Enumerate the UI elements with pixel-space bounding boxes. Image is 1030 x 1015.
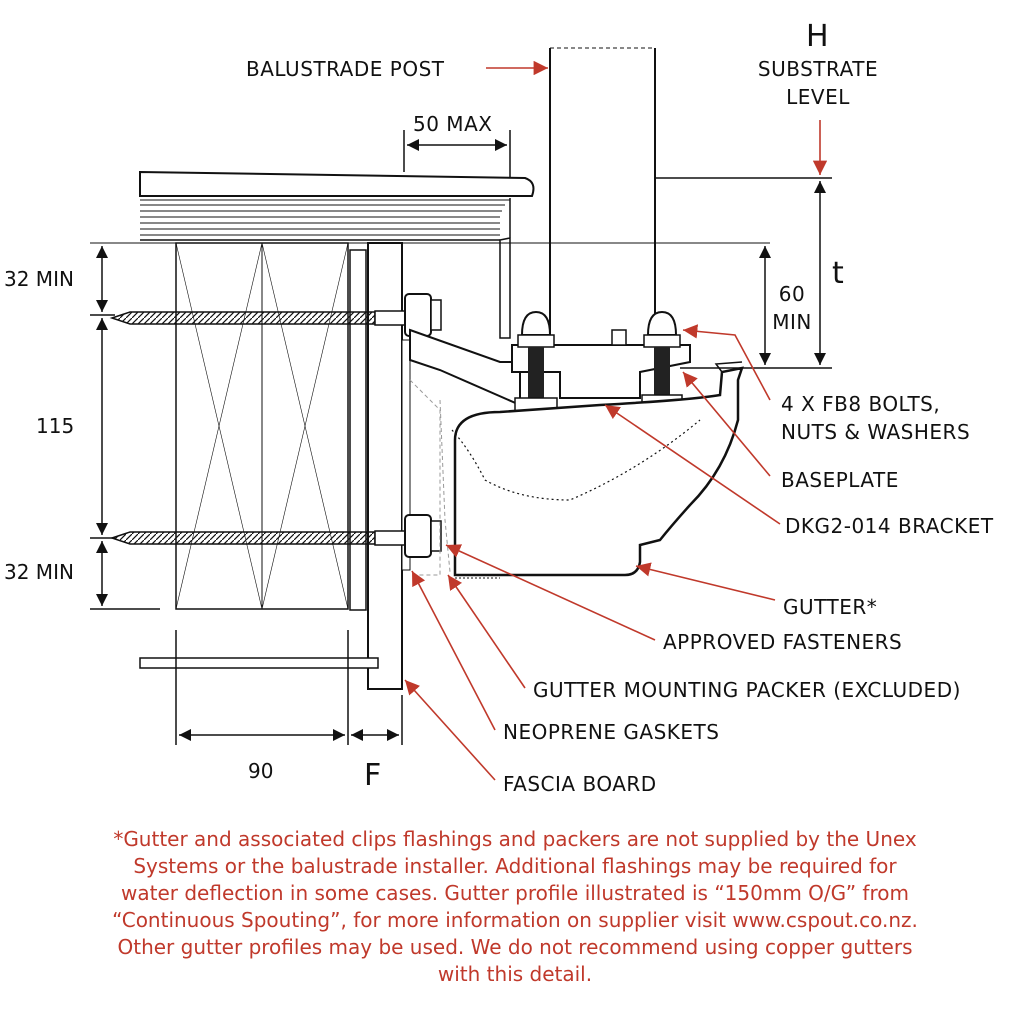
label-gaskets: NEOPRENE GASKETS (503, 720, 719, 744)
label-h: H (806, 19, 829, 54)
label-60: 60 (779, 282, 805, 306)
gutter (451, 361, 744, 579)
footnote-line: with this detail. (437, 962, 593, 986)
timber-joist (175, 242, 349, 610)
label-substrate-level-1: SUBSTRATE (758, 57, 878, 81)
label-t: t (832, 256, 844, 291)
balustrade-post (549, 47, 656, 345)
label-baseplate: BASEPLATE (781, 468, 899, 492)
dimension-lines (90, 130, 832, 745)
label-60-min: MIN (772, 310, 812, 334)
label-50-max: 50 MAX (413, 112, 492, 136)
labels: H SUBSTRATE LEVEL BALUSTRADE POST 50 MAX… (4, 19, 994, 796)
label-90: 90 (248, 759, 273, 783)
label-32-min-top: 32 MIN (4, 267, 74, 291)
footnote: *Gutter and associated clips flashings a… (20, 826, 1010, 988)
footnote-line: Systems or the balustrade installer. Add… (133, 854, 897, 878)
label-fascia: FASCIA BOARD (503, 772, 657, 796)
footnote-line: *Gutter and associated clips flashings a… (113, 827, 917, 851)
baseplate (511, 329, 691, 399)
label-32-min-bottom: 32 MIN (4, 560, 74, 584)
upper-screw (109, 293, 442, 337)
deck-substrate (90, 170, 770, 339)
label-balustrade-post: BALUSTRADE POST (246, 57, 445, 81)
lower-screw (109, 514, 442, 558)
label-bolts-2: NUTS & WASHERS (781, 420, 970, 444)
footnote-line: “Continuous Spouting”, for more informat… (112, 908, 918, 932)
label-bracket: DKG2-014 BRACKET (785, 514, 994, 538)
label-115: 115 (36, 414, 74, 438)
label-approved-fasteners: APPROVED FASTENERS (663, 630, 902, 654)
footnote-line: Other gutter profiles may be used. We do… (117, 935, 913, 959)
label-f: F (364, 758, 381, 793)
label-gutter: GUTTER* (783, 595, 877, 619)
label-packer: GUTTER MOUNTING PACKER (EXCLUDED) (533, 678, 961, 702)
label-bolts-1: 4 X FB8 BOLTS, (781, 392, 940, 416)
footnote-line: water deflection in some cases. Gutter p… (121, 881, 909, 905)
leader-lines (404, 60, 828, 781)
label-substrate-level-2: LEVEL (786, 85, 850, 109)
